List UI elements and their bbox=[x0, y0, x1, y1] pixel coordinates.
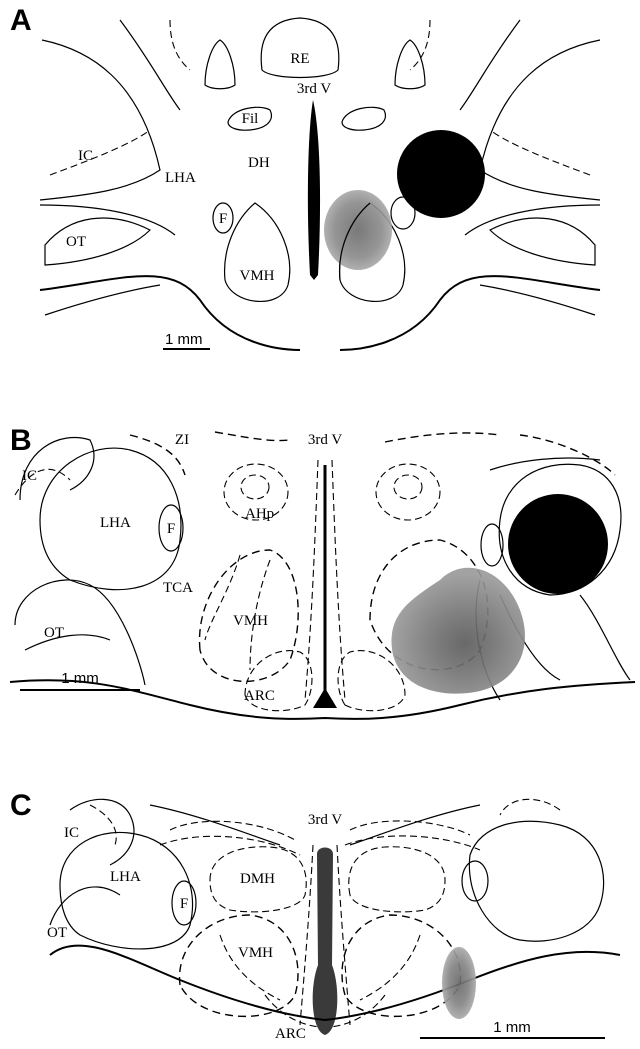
right-upper-structure bbox=[395, 40, 425, 89]
right-fil-outline bbox=[342, 107, 385, 130]
label-ot: OT bbox=[66, 234, 86, 250]
infusion-site-marker bbox=[442, 947, 476, 1019]
third-v-dashed-left bbox=[300, 845, 313, 1025]
label-dmh: DMH bbox=[240, 871, 275, 887]
panel-a: A bbox=[0, 0, 640, 370]
panel-c: C bbox=[0, 785, 640, 1049]
left-ot-outline bbox=[45, 218, 150, 265]
label-lha: LHA bbox=[165, 170, 196, 186]
ot-inner-line bbox=[25, 635, 110, 650]
right-lower-line bbox=[480, 285, 595, 315]
top-line-left bbox=[150, 805, 280, 845]
infusion-site-marker bbox=[324, 190, 392, 270]
right-ic-dashed bbox=[500, 799, 560, 815]
top-dashed-center-right bbox=[385, 433, 500, 442]
scale-bar-label: 1 mm bbox=[493, 1019, 531, 1036]
right-lha-outline bbox=[469, 821, 603, 941]
left-ic-dashed bbox=[90, 805, 116, 845]
label-lha: LHA bbox=[100, 515, 131, 531]
right-outline-3 bbox=[580, 595, 630, 680]
label-f: F bbox=[167, 521, 175, 537]
label-vmh: VMH bbox=[238, 945, 273, 961]
label-third-v: 3rd V bbox=[308, 812, 342, 828]
label-f: F bbox=[219, 211, 227, 227]
third-ventricle-base bbox=[313, 688, 337, 708]
right-vmh-inner-dashed bbox=[360, 935, 420, 1000]
panel-a-diagram: RE 3rd V Fil IC LHA DH F OT VMH 1 mm bbox=[0, 0, 640, 370]
label-vmh: VMH bbox=[239, 268, 274, 284]
re-nucleus-outline bbox=[261, 18, 339, 78]
third-ventricle-shape bbox=[313, 848, 338, 1036]
label-third-v: 3rd V bbox=[297, 81, 331, 97]
label-f: F bbox=[180, 896, 188, 912]
label-fil: Fil bbox=[242, 111, 259, 127]
infusion-site-marker bbox=[391, 568, 524, 694]
base-contour-right bbox=[340, 276, 600, 350]
right-upper-dashed-2 bbox=[345, 836, 480, 850]
panel-b-diagram: ZI 3rd V IC LHA F AHp TCA VMH OT ARC 1 m… bbox=[0, 420, 640, 780]
label-third-v: 3rd V bbox=[308, 432, 342, 448]
vmh-outline bbox=[225, 203, 290, 301]
label-ic: IC bbox=[78, 148, 93, 164]
third-v-dashed-right bbox=[332, 460, 345, 700]
lesion-marker bbox=[508, 494, 608, 594]
scale-bar-label: 1 mm bbox=[61, 670, 99, 687]
third-v-dashed-left bbox=[305, 460, 318, 700]
top-dashed-center-left bbox=[215, 432, 290, 441]
label-arc: ARC bbox=[244, 688, 275, 704]
label-lha: LHA bbox=[110, 869, 141, 885]
top-dashed-right bbox=[520, 435, 615, 475]
dmh-upper-dashed-2 bbox=[160, 836, 300, 855]
right-ic-dashed bbox=[490, 130, 590, 175]
panel-c-diagram: 3rd V IC DMH LHA F OT VMH ARC 1 mm bbox=[0, 785, 640, 1049]
right-top-line bbox=[490, 458, 600, 470]
third-ventricle-shape bbox=[308, 100, 320, 280]
label-ot: OT bbox=[47, 925, 67, 941]
scale-bar-label: 1 mm bbox=[165, 331, 203, 348]
right-ahp-inner bbox=[394, 475, 422, 499]
right-top-dashed bbox=[410, 20, 430, 70]
left-lower-line bbox=[45, 285, 160, 315]
label-ot: OT bbox=[44, 625, 64, 641]
label-tca: TCA bbox=[163, 580, 193, 596]
label-ahp: AHp bbox=[245, 506, 274, 522]
left-ic-dashed bbox=[50, 130, 150, 175]
label-zi: ZI bbox=[175, 432, 189, 448]
label-ic: IC bbox=[64, 825, 79, 841]
right-ot-outline bbox=[490, 218, 595, 265]
right-vmh-outline bbox=[342, 915, 460, 1016]
label-dh: DH bbox=[248, 155, 270, 171]
left-ic-outline bbox=[40, 40, 160, 200]
third-v-dashed-right bbox=[337, 845, 350, 1025]
label-ic: IC bbox=[22, 468, 37, 484]
right-upper-dashed-1 bbox=[350, 821, 470, 835]
right-ic-outline bbox=[480, 40, 600, 200]
left-top-dashed bbox=[170, 20, 190, 70]
panel-b: B bbox=[0, 420, 640, 780]
lesion-marker bbox=[397, 130, 485, 218]
label-vmh: VMH bbox=[233, 613, 268, 629]
left-upper-structure bbox=[205, 40, 235, 89]
dmh-upper-dashed-1 bbox=[170, 821, 295, 840]
ahp-inner bbox=[241, 475, 269, 499]
label-re: RE bbox=[290, 51, 309, 67]
right-ahp-outline bbox=[376, 464, 440, 520]
label-arc: ARC bbox=[275, 1026, 306, 1042]
right-dmh-outline bbox=[349, 847, 445, 912]
